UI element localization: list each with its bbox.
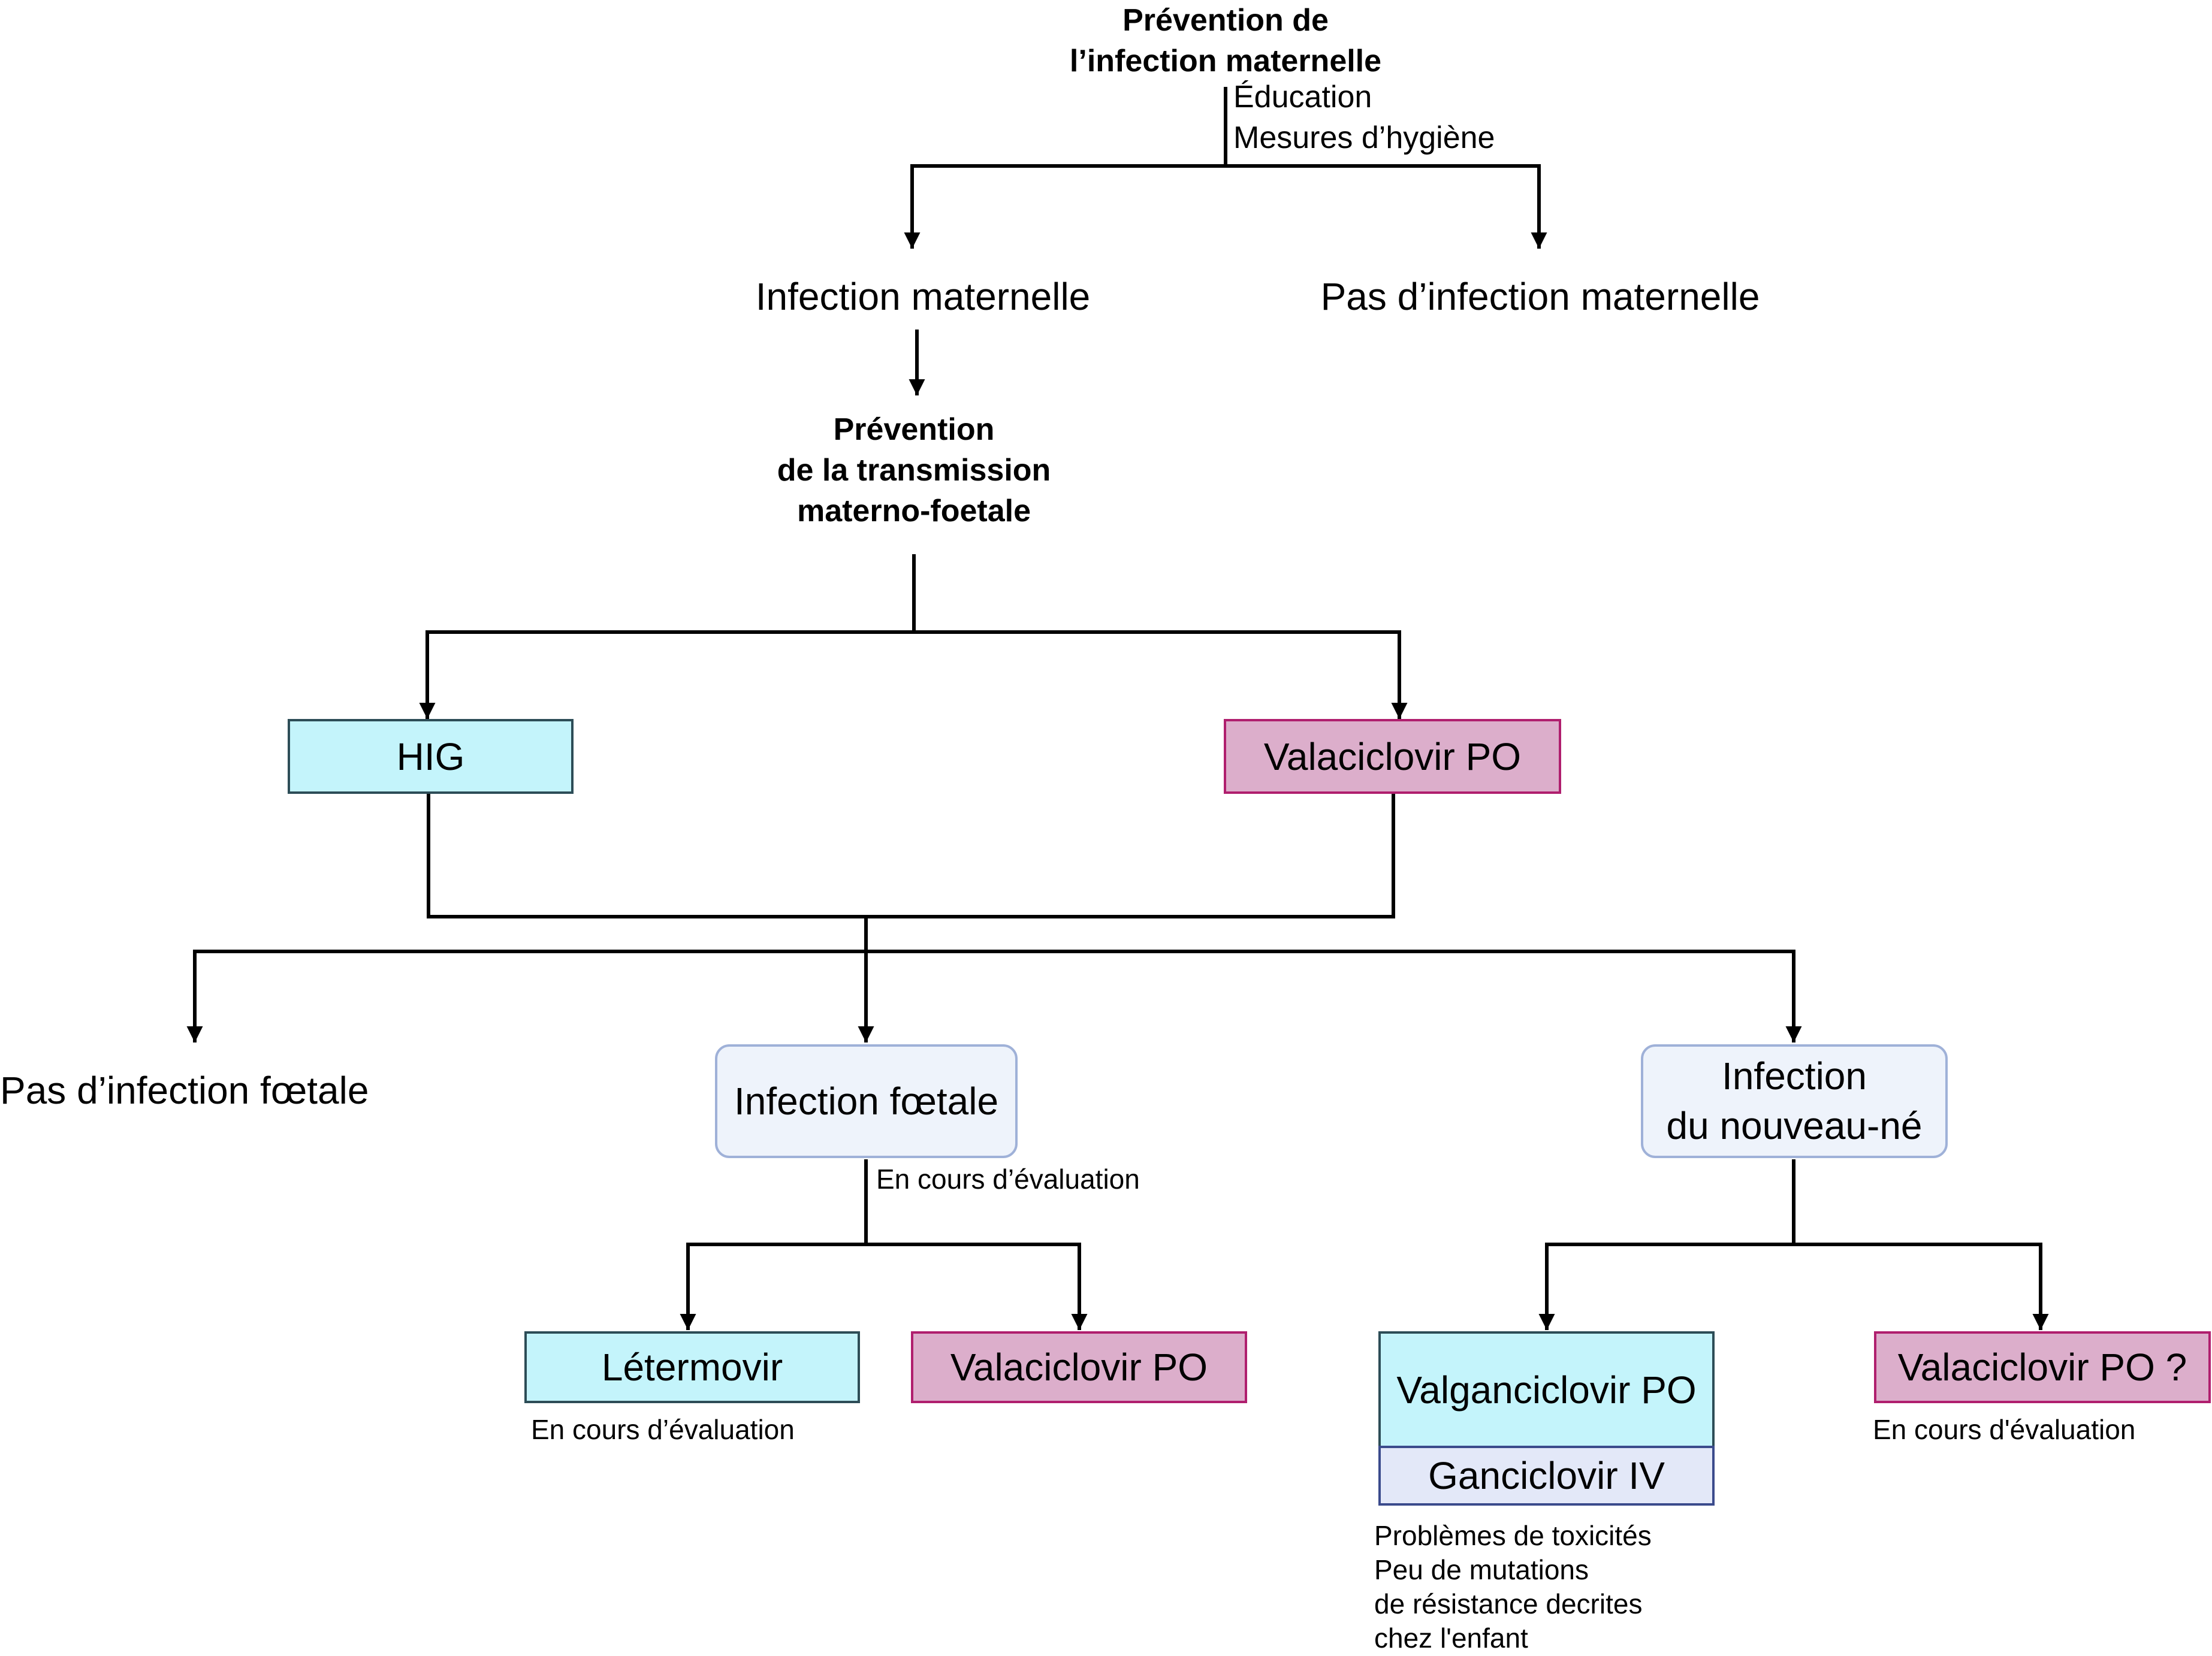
- ganciclovir-note-2: Peu de mutations: [1374, 1554, 1589, 1585]
- fetal-infection-label: Infection fœtale: [734, 1080, 999, 1123]
- prevention-transmission-line1: Prévention: [833, 412, 995, 447]
- valaciclovir-newborn-note: En cours d'évaluation: [1873, 1414, 2136, 1445]
- valaciclovir-prevention-box: Valaciclovir PO: [1224, 719, 1561, 794]
- arrow-to-valganciclovir: [1538, 1243, 1794, 1330]
- letermovir-note: En cours d’évaluation: [531, 1414, 795, 1445]
- valaciclovir-newborn-label: Valaciclovir PO ?: [1897, 1346, 2187, 1389]
- valganciclovir-box: Valganciclovir PO: [1378, 1331, 1715, 1448]
- letermovir-label: Létermovir: [601, 1346, 783, 1389]
- ganciclovir-notes: Problèmes de toxicités Peu de mutations …: [1374, 1519, 1652, 1655]
- letermovir-box: Létermovir: [524, 1331, 860, 1403]
- newborn-infection-line1: Infection: [1722, 1054, 1867, 1098]
- no-fetal-infection-label: Pas d’infection fœtale: [0, 1069, 369, 1112]
- valaciclovir-newborn-box: Valaciclovir PO ?: [1874, 1331, 2211, 1403]
- valganciclovir-label: Valganciclovir PO: [1396, 1368, 1697, 1412]
- arrow-to-no-maternal-infection: [1226, 164, 1547, 249]
- valaciclovir-prevention-label: Valaciclovir PO: [1263, 735, 1522, 778]
- arrow-to-letermovir: [680, 1243, 866, 1330]
- arrow-to-valaciclovir: [914, 630, 1408, 719]
- hig-box: HIG: [288, 719, 574, 794]
- ganciclovir-note-4: chez l'enfant: [1374, 1622, 1528, 1654]
- ganciclovir-box: Ganciclovir IV: [1378, 1446, 1715, 1506]
- newborn-infection-line2: du nouveau-né: [1666, 1104, 1923, 1147]
- prevention-maternal-note-line1: Éducation: [1233, 80, 1372, 114]
- ganciclovir-note-1: Problèmes de toxicités: [1374, 1520, 1652, 1551]
- no-maternal-infection-label: Pas d’infection maternelle: [1320, 275, 1760, 318]
- arrow-to-hig: [419, 630, 914, 719]
- hig-label: HIG: [396, 735, 465, 778]
- fetal-infection-box: Infection fœtale: [715, 1044, 1018, 1158]
- prevention-maternal-title-line2: l’infection maternelle: [1069, 44, 1382, 78]
- arrow-to-valaciclovir-fetal: [866, 1243, 1088, 1330]
- line-join: [427, 794, 1395, 918]
- newborn-infection-box: Infection du nouveau-né: [1641, 1044, 1948, 1158]
- valaciclovir-fetal-box: Valaciclovir PO: [911, 1331, 1247, 1403]
- prevention-maternal-note: Éducation Mesures d’hygiène: [1233, 77, 1495, 158]
- arrow-to-newborn-infection: [866, 950, 1802, 1042]
- ganciclovir-note-3: de résistance decrites: [1374, 1588, 1643, 1619]
- arrow-to-no-fetal-infection: [186, 950, 866, 1042]
- arrow-to-maternal-infection: [904, 164, 1226, 249]
- ganciclovir-label: Ganciclovir IV: [1428, 1454, 1665, 1497]
- fetal-infection-note: En cours d’évaluation: [876, 1164, 1140, 1195]
- prevention-transmission-line2: de la transmission: [777, 453, 1051, 488]
- prevention-transmission-line3: materno-foetale: [796, 494, 1031, 528]
- maternal-infection-label: Infection maternelle: [755, 275, 1091, 318]
- arrow-to-valaciclovir-newborn: [1794, 1243, 2049, 1330]
- prevention-maternal-title-line1: Prévention de: [1122, 3, 1329, 38]
- prevention-transmission-title: Prévention de la transmission materno-fo…: [734, 409, 1094, 531]
- prevention-maternal-title: Prévention de l’infection maternelle: [1046, 0, 1405, 81]
- valaciclovir-fetal-label: Valaciclovir PO: [950, 1346, 1208, 1389]
- prevention-maternal-note-line2: Mesures d’hygiène: [1233, 120, 1495, 155]
